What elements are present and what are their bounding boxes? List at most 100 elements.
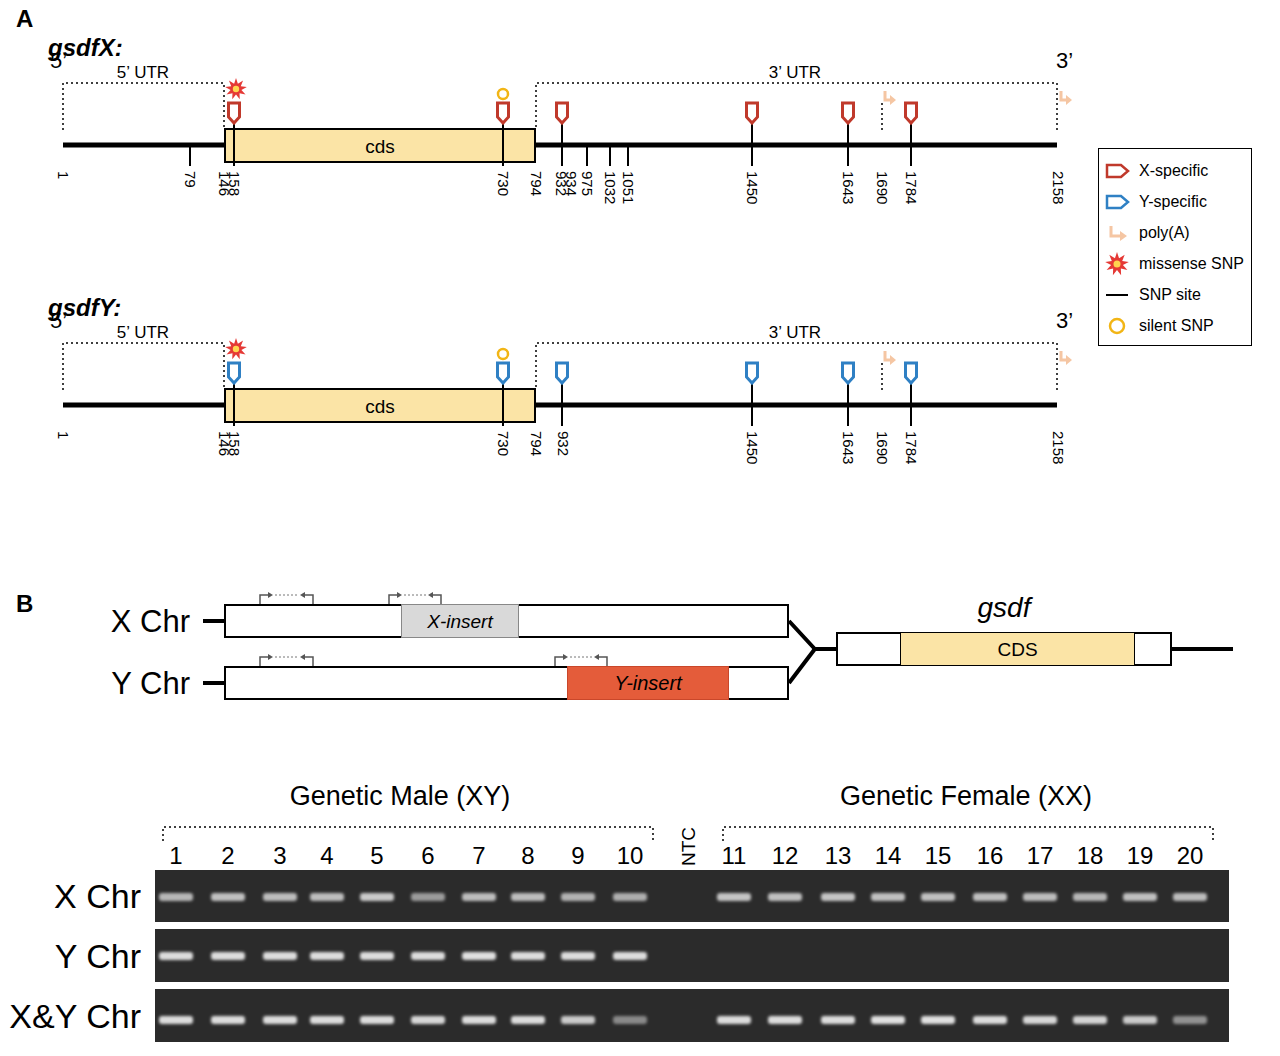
region-label: 3’ UTR (769, 64, 821, 81)
polya-arrow-head (890, 355, 896, 365)
amplicon-line (570, 657, 592, 658)
snp-tick (910, 383, 912, 426)
primer-arrow (433, 595, 441, 604)
snp-tick (189, 145, 191, 166)
missense-star-center (233, 86, 239, 92)
lane-number: 10 (617, 844, 644, 868)
position-number: 794 (529, 431, 544, 456)
legend-entry: Y-specific (1103, 186, 1247, 217)
lane-number: 19 (1127, 844, 1154, 868)
primer-arrow (389, 595, 397, 604)
polya-bracket (881, 360, 883, 390)
insert-box: Y-insert (567, 666, 729, 700)
legend-text: SNP site (1139, 286, 1201, 304)
legend-entry: SNP site (1103, 279, 1247, 310)
legend-text: poly(A) (1139, 224, 1190, 242)
lane-number: 15 (925, 844, 952, 868)
snp-tick (627, 145, 629, 166)
primer-arrow-head (300, 592, 305, 598)
lane-number: 12 (772, 844, 799, 868)
lane-number: 6 (421, 844, 434, 868)
position-number: 1450 (745, 171, 760, 204)
lane-number: 13 (825, 844, 852, 868)
box-heading: X&Y Chr (9, 999, 141, 1033)
strand-end: 5’ (50, 50, 67, 72)
primer-arrow (599, 657, 607, 666)
box-heading: Y Chr (111, 668, 190, 699)
lane-number: 16 (977, 844, 1004, 868)
panel-letter: B (16, 592, 33, 616)
lane-number: 9 (571, 844, 584, 868)
lane-number: 1 (169, 844, 182, 868)
chromosome-stub (203, 619, 224, 623)
gel-panel: Y Chr (155, 929, 1229, 982)
panel-letter: A (16, 7, 33, 31)
position-number: 1690 (875, 431, 890, 464)
lane-number: 7 (472, 844, 485, 868)
legend-sample (1103, 158, 1133, 184)
primer-arrow-head (300, 654, 305, 660)
box-label: CDS (997, 640, 1037, 659)
position-number: 1784 (904, 171, 919, 204)
box-label: X-insert (427, 612, 492, 631)
position-number: 2158 (1051, 171, 1066, 204)
chromosome-bar: Y ChrY-insert (224, 666, 789, 700)
allele-marker (557, 363, 568, 383)
polya-arrow (885, 351, 891, 360)
gene-line (63, 143, 1057, 148)
group-bracket (163, 827, 653, 841)
silent-circle (498, 349, 508, 359)
silent-circle (498, 89, 508, 99)
snp-tick (847, 383, 849, 426)
coding-region-box: cds (224, 128, 536, 163)
position-number: 158 (227, 431, 242, 456)
lane-number: 14 (875, 844, 902, 868)
snp-tick (847, 123, 849, 166)
primer-arrow-head (594, 654, 599, 660)
strand-end: 3’ (1056, 50, 1073, 72)
amplicon-line (404, 595, 426, 596)
position-number: 1051 (621, 171, 636, 204)
snp-tick (751, 383, 753, 426)
primer-arrow-head (428, 592, 433, 598)
missense-star-center (233, 346, 239, 352)
box-heading: X Chr (54, 879, 141, 913)
legend-entry: missense SNP (1103, 248, 1247, 279)
merge-connector (789, 649, 836, 683)
chromosome-bar: X ChrX-insert (224, 604, 789, 638)
allele-marker (843, 363, 854, 383)
allele-marker (906, 363, 917, 383)
group-label: Genetic Female (XX) (840, 783, 1092, 810)
position-number: 1690 (875, 171, 890, 204)
legend-text: missense SNP (1139, 255, 1244, 273)
legend-box: X-specificY-specificpoly(A)missense SNPS… (1098, 148, 1252, 346)
allele-marker (229, 363, 240, 383)
snp-tick (586, 145, 588, 166)
primer-arrow (260, 595, 268, 604)
amplicon-line (275, 657, 298, 658)
gel-panel: X&Y Chr (155, 989, 1229, 1042)
legend-entry: poly(A) (1103, 217, 1247, 248)
lane-number: 8 (521, 844, 534, 868)
strand-end: 5’ (50, 310, 67, 332)
merge-connector (789, 621, 836, 649)
gene-line (63, 403, 1057, 408)
lane-number: 17 (1027, 844, 1054, 868)
allele-marker (498, 103, 509, 123)
polya-bracket (881, 100, 883, 130)
primer-arrow-head (268, 654, 273, 660)
missense-star (225, 338, 247, 359)
lane-number: 5 (370, 844, 383, 868)
allele-marker (747, 363, 758, 383)
utr-bracket (63, 83, 224, 130)
box-label: cds (365, 396, 395, 415)
position-number: 932 (556, 431, 571, 456)
position-number: 934 (564, 171, 579, 196)
position-number: 794 (529, 171, 544, 196)
primer-arrow (555, 657, 563, 666)
snp-tick (561, 383, 563, 426)
allele-marker (843, 103, 854, 123)
legend-text: Y-specific (1139, 193, 1207, 211)
polya-arrow (1061, 91, 1067, 100)
position-number: 1643 (841, 431, 856, 464)
